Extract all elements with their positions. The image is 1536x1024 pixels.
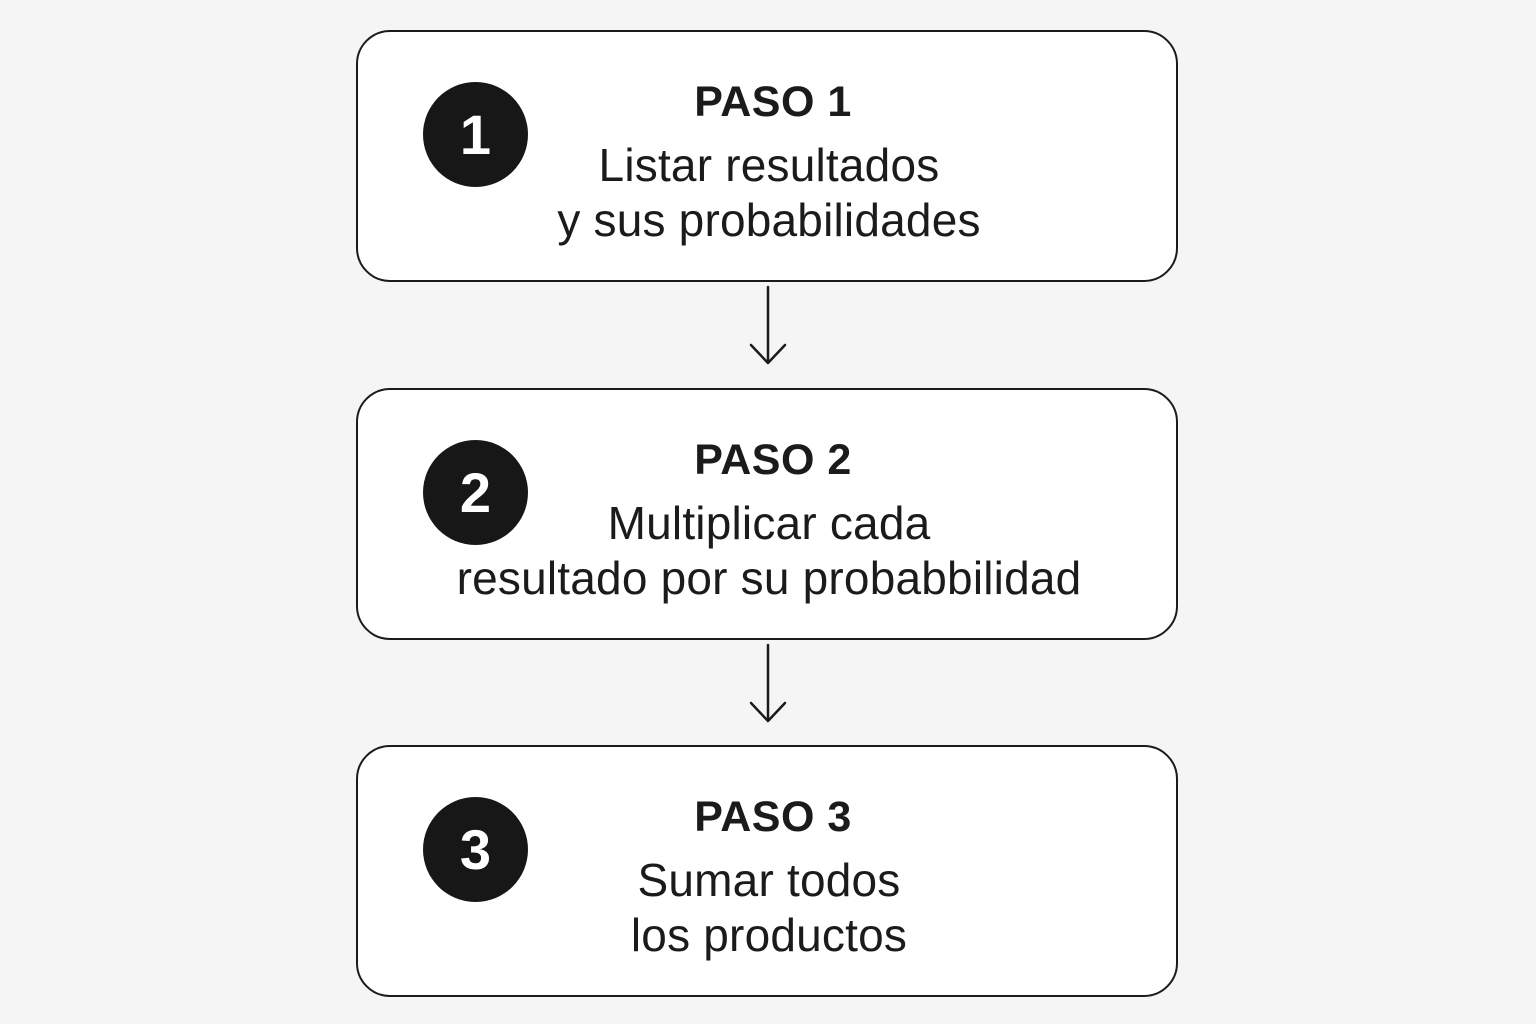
step-card-1: 1 PASO 1 Listar resultados y sus probabi…	[356, 30, 1178, 282]
step-number-badge: 2	[423, 440, 528, 545]
step-description-line-2: resultado por su probabbilidad	[456, 552, 1082, 604]
step-number-badge: 1	[423, 82, 528, 187]
step-title: PASO 2	[694, 436, 852, 484]
step-description-line-1: Listar resultados	[598, 139, 940, 191]
step-title: PASO 3	[694, 793, 852, 841]
arrow-step2-to-step3	[749, 643, 787, 723]
step-description-line-2: y sus probabilidades	[557, 194, 981, 246]
arrow-step1-to-step2	[749, 285, 787, 365]
step-description-line-1: Multiplicar cada	[607, 497, 931, 549]
step-description-line-1: Sumar todos	[637, 854, 901, 906]
step-description-line-2: los productos	[630, 909, 908, 961]
step-card-3: 3 PASO 3 Sumar todos los productos	[356, 745, 1178, 997]
step-number-badge: 3	[423, 797, 528, 902]
step-title: PASO 1	[694, 78, 852, 126]
step-card-2: 2 PASO 2 Multiplicar cada resultado por …	[356, 388, 1178, 640]
